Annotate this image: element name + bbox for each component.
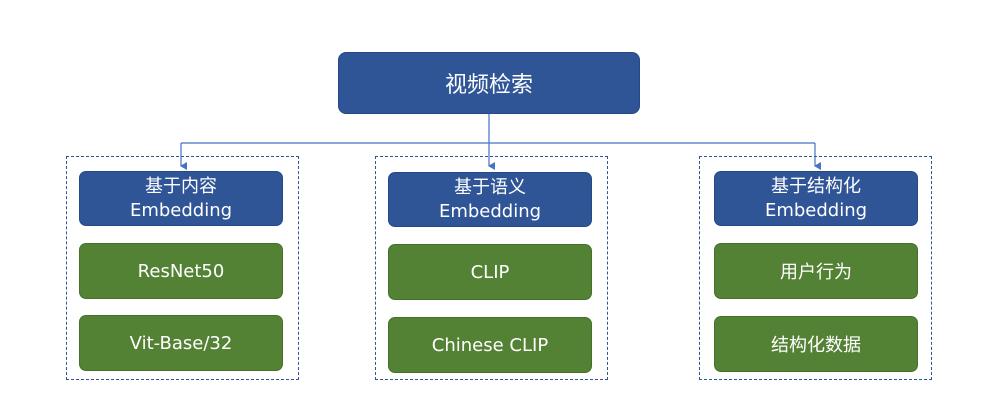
- model-label: 用户行为: [780, 262, 852, 283]
- category-label-line2: Embedding: [764, 199, 868, 221]
- model-label: 结构化数据: [771, 335, 861, 356]
- category-node-content-embedding: 基于内容 Embedding: [79, 171, 283, 226]
- category-label-line2: Embedding: [129, 199, 233, 221]
- model-label: Chinese CLIP: [431, 334, 549, 356]
- category-node-structured-embedding: 基于结构化 Embedding: [714, 171, 918, 226]
- category-label-line2: Embedding: [438, 200, 542, 222]
- model-node-vit-base-32: Vit-Base/32: [79, 315, 283, 371]
- root-node-label: 视频检索: [444, 73, 533, 98]
- category-label-line1: 基于内容: [145, 175, 217, 197]
- category-label-line1: 基于结构化: [771, 175, 861, 197]
- group-structured: [699, 156, 932, 380]
- model-node-structured-data: 结构化数据: [714, 316, 918, 372]
- model-node-resnet50: ResNet50: [79, 243, 283, 299]
- group-content-based: [66, 156, 299, 380]
- model-node-clip: CLIP: [388, 244, 592, 300]
- model-label: Vit-Base/32: [129, 332, 233, 354]
- group-semantic-based: [375, 156, 608, 380]
- model-node-user-behavior: 用户行为: [714, 243, 918, 299]
- category-node-semantic-embedding: 基于语义 Embedding: [388, 172, 592, 227]
- model-node-chinese-clip: Chinese CLIP: [388, 317, 592, 373]
- model-label: CLIP: [470, 261, 510, 283]
- model-label: ResNet50: [137, 260, 225, 282]
- category-label-line1: 基于语义: [454, 176, 526, 198]
- root-node-video-retrieval: 视频检索: [338, 52, 640, 114]
